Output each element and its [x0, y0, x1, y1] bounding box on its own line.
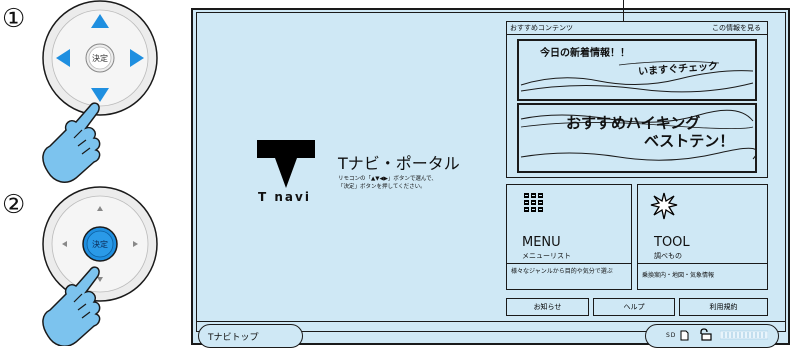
portal-title: Tナビ・ポータル — [338, 154, 460, 173]
tool-divider — [637, 263, 768, 264]
menu-title: MENU — [522, 235, 561, 250]
hand-pointer-icon — [42, 102, 101, 183]
step1-number: ① — [2, 4, 26, 34]
featured-header: おすすめコンテンツ — [510, 24, 573, 32]
help-button[interactable]: ヘルプ — [593, 298, 675, 316]
banner2-line2: ベストテン！ — [644, 132, 735, 150]
enter-label-2: 決定 — [92, 239, 108, 249]
signal-strength-icon — [720, 330, 768, 340]
arrow-up-icon — [91, 14, 109, 28]
step2-number: ② — [2, 190, 26, 220]
arrow-down-icon — [91, 88, 109, 102]
portal-instruction-1: リモコンの「▲▼◀▶」ボタンで選んで、 — [338, 176, 437, 182]
news-button[interactable]: お知らせ — [506, 298, 589, 316]
banner2-decoration — [520, 109, 755, 161]
menu-subtitle: メニューリスト — [522, 252, 571, 260]
burst-tool-icon — [650, 192, 678, 220]
logo-text: T navi — [258, 190, 311, 204]
portal-instruction-2: 「決定」ボタンを押してください。 — [338, 184, 426, 190]
terms-button[interactable]: 利用規約 — [679, 298, 768, 316]
banner-new-info[interactable] — [517, 39, 757, 101]
lock-icon — [700, 328, 712, 341]
dpad-illustration-2: 決定 — [42, 186, 158, 346]
top-label-callout — [198, 324, 303, 348]
featured-header-bar — [506, 21, 768, 35]
menu-divider — [506, 263, 632, 264]
banner1-line1: 今日の新着情報！！ — [540, 48, 630, 59]
banner2-line1: おすすめハイキング — [566, 114, 701, 132]
sd-label: SD — [666, 332, 677, 339]
tool-subtitle: 調べもの — [654, 252, 682, 260]
banner1-decoration — [520, 61, 754, 93]
card-icon — [680, 330, 689, 341]
menu-description: 様々なジャンルから目的や気分で選ぶ — [511, 268, 613, 275]
status-bar-divider — [196, 321, 786, 322]
tool-title: TOOL — [654, 235, 690, 250]
tool-description: 乗換案内・地図・気象情報 — [642, 272, 715, 279]
arrow-right-icon — [130, 49, 144, 67]
grid-menu-icon — [524, 193, 543, 212]
arrow-left-icon — [56, 49, 70, 67]
callout-line — [623, 0, 624, 21]
tnavi-logo-icon — [257, 140, 315, 188]
hand-pointer-icon-2 — [42, 266, 101, 346]
dpad-illustration-1: 決定 — [42, 0, 158, 183]
top-label: Tナビトップ — [208, 333, 259, 343]
view-info-link[interactable]: この情報を見る — [712, 24, 761, 32]
enter-label-1: 決定 — [92, 53, 108, 63]
